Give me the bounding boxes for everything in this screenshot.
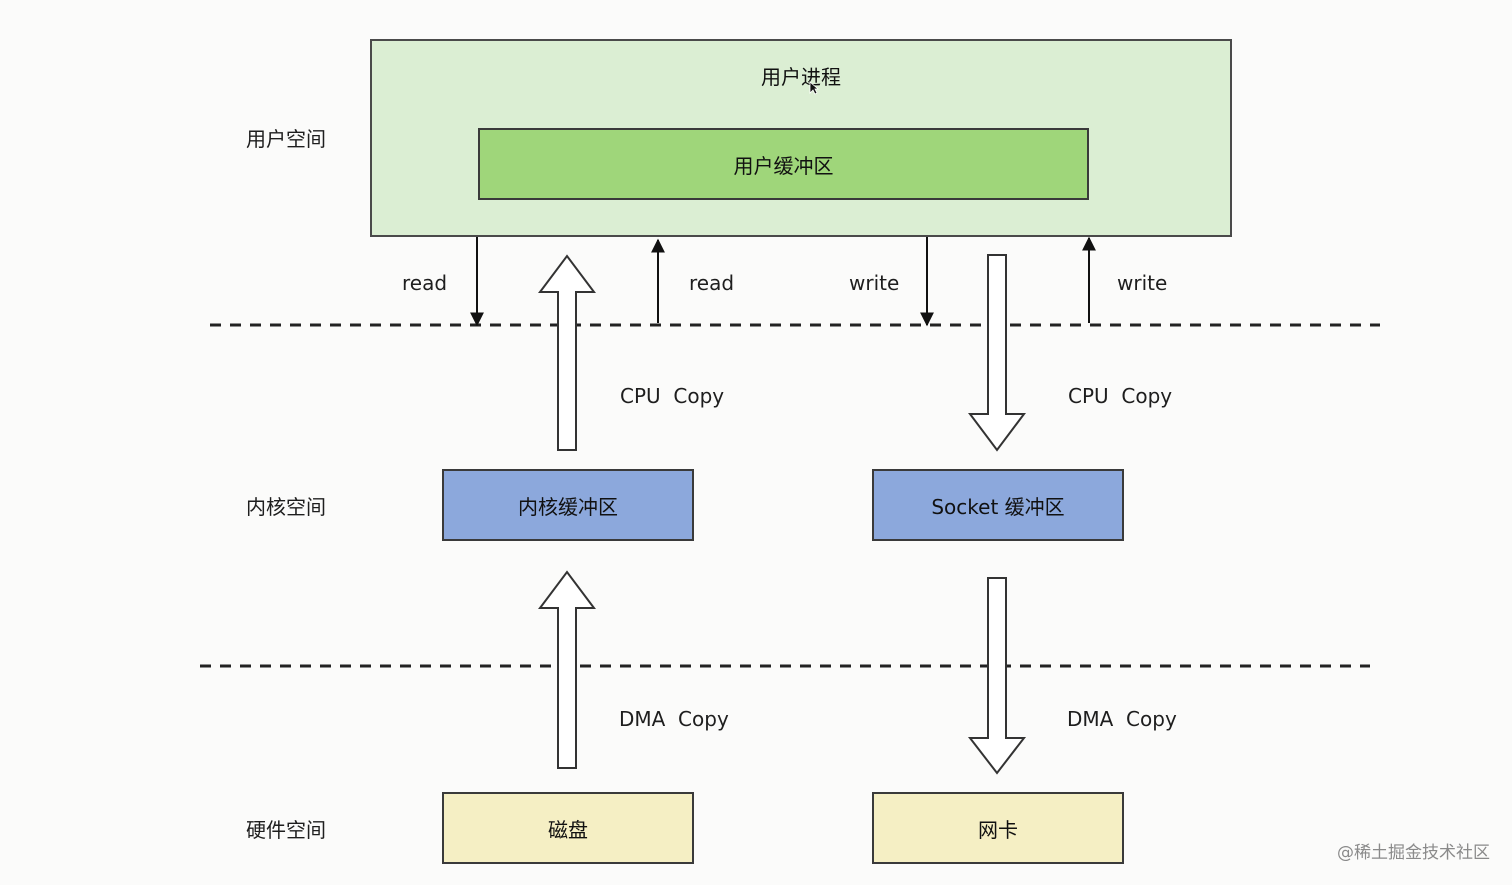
cpu-copy-right-label: CPU Copy: [1068, 384, 1173, 408]
socket-buffer-label: Socket 缓冲区: [931, 494, 1065, 519]
cpu-copy-up-arrow: [538, 254, 596, 451]
mouse-cursor-icon: [809, 81, 819, 95]
user-space-label: 用户空间: [246, 127, 326, 151]
socket-buffer-box: Socket 缓冲区: [872, 469, 1124, 541]
source-watermark: @稀土掘金技术社区: [1337, 843, 1490, 863]
user-process-label: 用户进程: [761, 65, 841, 89]
user-buffer-label: 用户缓冲区: [733, 153, 834, 178]
dma-copy-right-label: DMA Copy: [1067, 707, 1177, 731]
kernel-space-label: 内核空间: [246, 495, 326, 519]
write-up-label: write: [1117, 271, 1168, 295]
read-up-label: read: [689, 271, 735, 295]
nic-label: 网卡: [978, 817, 1018, 842]
dma-copy-up-arrow: [538, 570, 596, 769]
read-down-label: read: [402, 271, 448, 295]
dma-copy-left-label: DMA Copy: [619, 707, 729, 731]
user-buffer-box: 用户缓冲区: [478, 128, 1089, 200]
disk-box: 磁盘: [442, 792, 694, 864]
kernel-buffer-label: 内核缓冲区: [518, 494, 618, 519]
cpu-copy-left-label: CPU Copy: [620, 384, 725, 408]
kernel-buffer-box: 内核缓冲区: [442, 469, 694, 541]
nic-box: 网卡: [872, 792, 1124, 864]
disk-label: 磁盘: [548, 817, 588, 842]
dma-copy-down-arrow: [967, 577, 1027, 775]
cpu-copy-down-arrow: [968, 254, 1026, 452]
hardware-space-label: 硬件空间: [246, 818, 326, 842]
write-down-label: write: [849, 271, 900, 295]
